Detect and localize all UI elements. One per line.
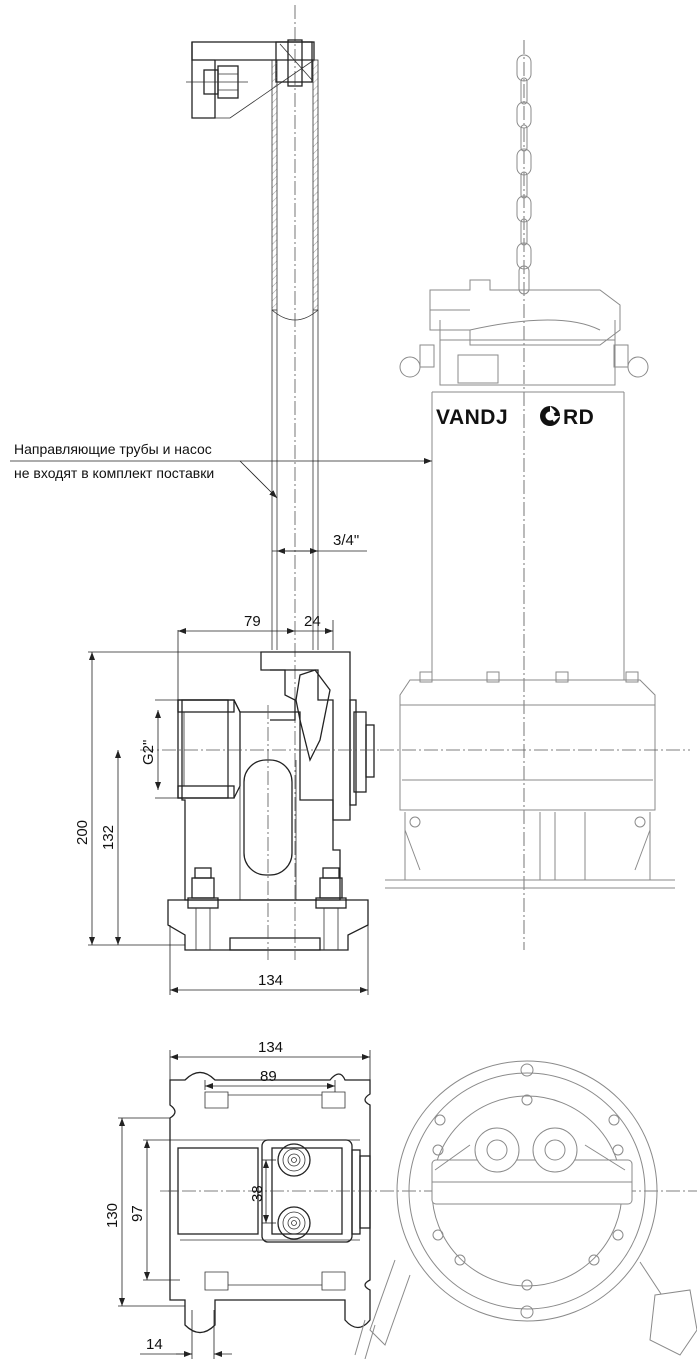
- dim-g2-label: G2": [140, 740, 157, 765]
- dim-130-label: 130: [104, 1203, 121, 1228]
- logo-swirl-icon: [540, 406, 560, 426]
- dim-89: 89: [204, 1068, 336, 1092]
- delivery-note: Направляющие трубы и насос не входят в к…: [10, 441, 432, 499]
- dim-97-label: 97: [129, 1205, 146, 1222]
- dim-heights: 200 132: [74, 651, 261, 946]
- dim-base-width: 134: [169, 925, 369, 995]
- lower-bolt-head-icon: [277, 1206, 311, 1240]
- auto-coupling-front: [140, 651, 380, 960]
- dim-38-label: 38: [249, 1185, 266, 1202]
- note-line-2: не входят в комплект поставки: [14, 465, 214, 481]
- dim-14: 14: [140, 1310, 232, 1359]
- dim-24-label: 24: [304, 613, 321, 630]
- dim-3-4-label: 3/4": [333, 532, 359, 549]
- brand-logo: VANDJ RD: [436, 406, 594, 429]
- pump-side-view: [380, 40, 690, 950]
- pump-plan-view: [354, 1060, 697, 1359]
- dim-38: 38: [249, 1159, 276, 1224]
- upper-bolt-head-icon: [277, 1143, 311, 1177]
- logo-text-right: RD: [563, 406, 594, 429]
- dim-132-label: 132: [100, 825, 117, 850]
- dim-134-front-label: 134: [258, 972, 283, 989]
- dim-g2: G2": [140, 699, 182, 799]
- dim-plan-width: 134: [169, 1039, 371, 1080]
- note-line-1: Направляющие трубы и насос: [14, 441, 212, 457]
- dim-89-label: 89: [260, 1068, 277, 1085]
- chain-icon: [516, 54, 532, 295]
- dim-14-label: 14: [146, 1336, 163, 1353]
- guide-pipe: [271, 59, 319, 650]
- right-bolt-icon: [315, 867, 347, 950]
- dim-top-offsets: 79 24: [177, 613, 334, 700]
- dim-pipe-diameter: 3/4": [272, 532, 367, 554]
- dim-130-97: 130 97: [104, 1117, 185, 1307]
- logo-text-left: VANDJ: [436, 406, 508, 429]
- top-bracket: [186, 5, 316, 960]
- dim-79-label: 79: [244, 613, 261, 630]
- dim-200-label: 200: [74, 820, 91, 845]
- dim-134-plan-label: 134: [258, 1039, 283, 1056]
- left-bolt-icon: [187, 867, 219, 950]
